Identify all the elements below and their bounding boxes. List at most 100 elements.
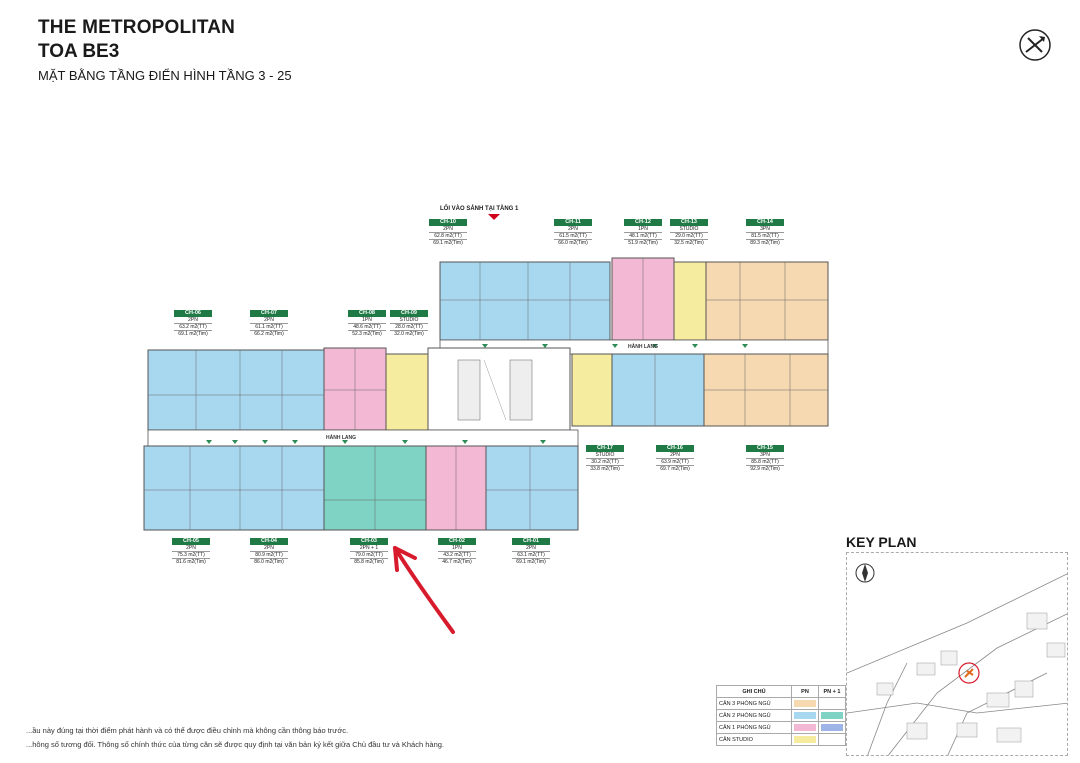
- legend-row-label: CĂN 3 PHÒNG NGỦ: [716, 697, 792, 710]
- unit-area-tim: 66.2 m2(Tim): [250, 330, 288, 337]
- legend-header-pn1: PN + 1: [818, 685, 846, 698]
- legend-table: GHI CHÚ PN PN + 1 CĂN 3 PHÒNG NGỦ CĂN 2 …: [716, 685, 846, 746]
- unit-area-tt: 48.1 m2(TT): [624, 232, 662, 239]
- title-block: THE METROPOLITAN TOA BE3 MẶT BẰNG TẦNG Đ…: [38, 16, 292, 86]
- unit-code: CH-02: [438, 538, 476, 545]
- interior-walls: [144, 258, 828, 530]
- unit-area-tt: 61.1 m2(TT): [250, 323, 288, 330]
- legend-row: CĂN 2 PHÒNG NGỦ: [716, 709, 846, 722]
- unit-area-tt: 85.8 m2(TT): [746, 458, 784, 465]
- unit-area-tim: 51.9 m2(Tim): [624, 239, 662, 246]
- unit-area-tim: 66.0 m2(Tim): [554, 239, 592, 246]
- unit-area-tt: 30.2 m2(TT): [586, 458, 624, 465]
- legend-swatch-studio: [794, 736, 816, 743]
- lower-wing: [143, 445, 579, 531]
- unit-area-tt: 63.9 m2(TT): [656, 458, 694, 465]
- unit-type: 2PN: [526, 545, 536, 551]
- unit-area-tim: 85.8 m2(Tim): [350, 558, 388, 565]
- unit-area-tt: 63.1 m2(TT): [512, 551, 550, 558]
- unit-code: CH-03: [350, 538, 388, 545]
- unit-area-tim: 89.3 m2(Tim): [746, 239, 784, 246]
- unit-type: 1PN: [638, 226, 648, 232]
- unit-area-tt: 81.5 m2(TT): [746, 232, 784, 239]
- unit-code: CH-08: [348, 310, 386, 317]
- unit-code: CH-07: [250, 310, 288, 317]
- legend-row: CĂN STUDIO: [716, 733, 846, 746]
- unit-area-tt: 43.2 m2(TT): [438, 551, 476, 558]
- unit-area-tt: 79.0 m2(TT): [350, 551, 388, 558]
- unit-code: CH-12: [624, 219, 662, 226]
- unit-type: 3PN: [760, 226, 770, 232]
- floor-plan-subtitle: MẶT BẰNG TẦNG ĐIỂN HÌNH TẦNG 3 - 25: [38, 68, 292, 83]
- unit-type: 1PN: [362, 317, 372, 323]
- unit-type: 2PN: [264, 545, 274, 551]
- key-plan-map: [846, 552, 1068, 756]
- unit-type: 2PN: [568, 226, 578, 232]
- unit-code: CH-01: [512, 538, 550, 545]
- location-marker-icon: [958, 662, 980, 684]
- unit-type: 2PN: [670, 452, 680, 458]
- unit-type: 1PN: [452, 545, 462, 551]
- site-map: [847, 563, 1067, 755]
- legend-row-label: CĂN 1 PHÒNG NGỦ: [716, 721, 792, 734]
- unit-code: CH-13: [670, 219, 708, 226]
- unit-area-tim: 46.7 m2(Tim): [438, 558, 476, 565]
- unit-area-tim: 32.0 m2(Tim): [390, 330, 428, 337]
- unit-code: CH-17: [586, 445, 624, 452]
- unit-area-tt: 61.5 m2(TT): [554, 232, 592, 239]
- legend-header: GHI CHÚ PN PN + 1: [716, 685, 846, 698]
- legend-row-label: CĂN STUDIO: [716, 733, 792, 746]
- unit-type: 2PN: [186, 545, 196, 551]
- legend-row: CĂN 3 PHÒNG NGỦ: [716, 697, 846, 710]
- legend-row-label: CĂN 2 PHÒNG NGỦ: [716, 709, 792, 722]
- legend-header-pn: PN: [791, 685, 819, 698]
- upper-right-wing: [439, 257, 829, 427]
- unit-type: 2PN: [264, 317, 274, 323]
- unit-type: STUDIO: [399, 317, 419, 323]
- legend-swatch-two-bed-plus: [821, 712, 843, 719]
- unit-area-tt: 28.0 m2(TT): [390, 323, 428, 330]
- legend-swatch-three-bed: [794, 700, 816, 707]
- entrance-arrow-icon: [488, 214, 500, 220]
- unit-area-tt: 63.2 m2(TT): [174, 323, 212, 330]
- tower-name: TOA BE3: [38, 41, 120, 62]
- unit-code: CH-11: [554, 219, 592, 226]
- unit-code: CH-04: [250, 538, 288, 545]
- legend-swatch-two-bed: [794, 712, 816, 719]
- unit-area-tt: 48.6 m2(TT): [348, 323, 386, 330]
- legend-swatch-one-bed-plus: [821, 724, 843, 731]
- legend-swatch-one-bed: [794, 724, 816, 731]
- unit-type: 2PN + 1: [359, 545, 379, 551]
- unit-area-tim: 92.9 m2(Tim): [746, 465, 784, 472]
- legend-row: CĂN 1 PHÒNG NGỦ: [716, 721, 846, 734]
- unit-code: CH-09: [390, 310, 428, 317]
- unit-code: CH-15: [746, 445, 784, 452]
- corridor-label-upper: HÀNH LANG: [628, 344, 658, 350]
- unit-type: 3PN: [760, 452, 770, 458]
- corridor: [147, 429, 579, 447]
- corridor-label-lower: HÀNH LANG: [326, 435, 356, 441]
- unit-area-tim: 69.1 m2(Tim): [512, 558, 550, 565]
- north-compass-icon: [1019, 29, 1051, 61]
- elevator-core: [427, 347, 571, 431]
- unit-area-tt: 29.0 m2(TT): [670, 232, 708, 239]
- unit-area-tt: 80.9 m2(TT): [250, 551, 288, 558]
- unit-area-tim: 69.1 m2(Tim): [174, 330, 212, 337]
- unit-area-tim: 69.7 m2(Tim): [656, 465, 694, 472]
- red-arrow-icon: [393, 546, 455, 634]
- disclaimer-line-2: ...hông số tương đối. Thông số chính thứ…: [26, 740, 444, 749]
